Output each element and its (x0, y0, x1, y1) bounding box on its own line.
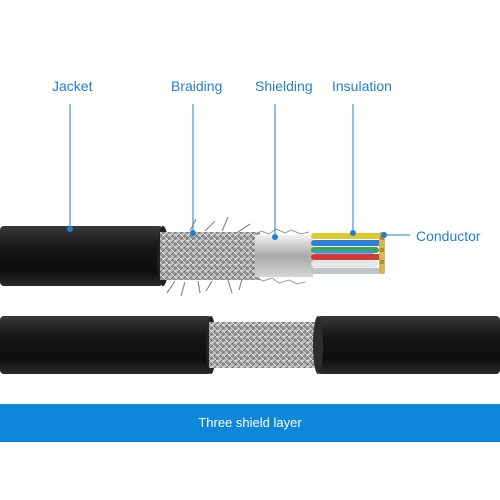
banner-text: Three shield layer (198, 415, 302, 430)
wire-blue-2 (314, 250, 374, 254)
wire-red (311, 254, 381, 260)
lower-cable-jacket-right-end (313, 316, 323, 374)
upper-cable-wires (310, 233, 383, 274)
wire-blue (311, 240, 383, 246)
wire-white (310, 260, 378, 268)
upper-cable-foil-edge (254, 228, 310, 285)
lower-cable-jacket-right (317, 316, 500, 374)
jacket-dot (67, 226, 73, 232)
leader-lines (69, 104, 410, 236)
label-insulation: Insulation (332, 78, 392, 94)
label-braiding: Braiding (171, 78, 223, 94)
lower-cable-jacket-left (0, 316, 212, 374)
insulation-dot (350, 230, 356, 236)
upper-cable-foil (255, 235, 313, 277)
braiding-dot (190, 230, 196, 236)
label-jacket: Jacket (52, 78, 93, 94)
upper-cable-braid (160, 232, 260, 280)
wire-yellow (311, 233, 381, 239)
wire-silver (311, 268, 381, 274)
shielding-dot (272, 234, 278, 240)
leader-dots (67, 226, 387, 240)
lower-cable (0, 316, 500, 374)
banner (0, 404, 500, 442)
upper-cable-conductors (379, 232, 385, 274)
label-conductor: Conductor (416, 228, 481, 244)
conductor-dot (381, 232, 387, 238)
upper-cable (0, 216, 385, 297)
upper-cable-jacket (0, 226, 163, 286)
label-shielding: Shielding (255, 78, 313, 94)
lower-cable-braid (209, 322, 319, 368)
